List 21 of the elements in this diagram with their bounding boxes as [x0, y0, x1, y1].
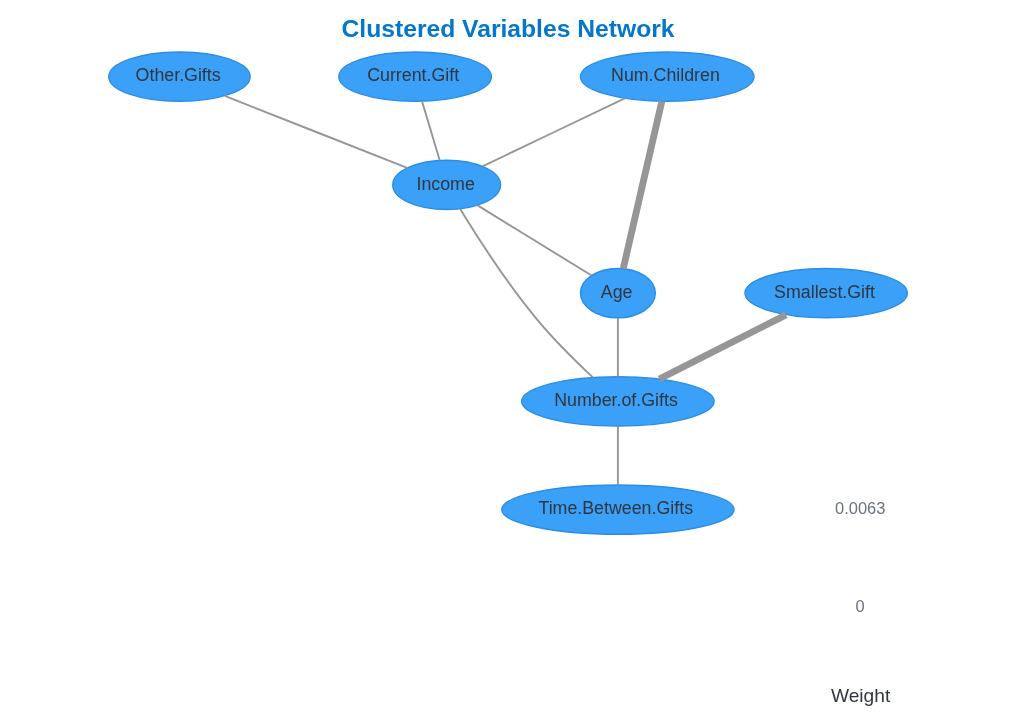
node-ellipse: Income [391, 159, 501, 211]
connector [657, 311, 788, 383]
node-ellipse: Smallest.Gift [743, 267, 908, 319]
connector [619, 100, 665, 270]
connector [458, 208, 594, 379]
node-ellipse: Current.Gift [337, 51, 492, 102]
node-ellipse: Num.Children [579, 51, 755, 102]
connector [616, 425, 619, 486]
connector [476, 204, 593, 277]
connector [481, 97, 626, 168]
label: 0.0063 [834, 498, 885, 517]
node-ellipse: Time.Between.Gifts [500, 484, 735, 535]
label: 0 [855, 596, 865, 615]
connector [420, 100, 441, 162]
connector [616, 316, 619, 378]
connector [223, 94, 408, 169]
label: Weight [830, 684, 890, 706]
node-ellipse: Other.Gifts [107, 51, 251, 102]
node-ellipse: Number.of.Gifts [520, 376, 715, 427]
node-ellipse: Age [579, 267, 656, 319]
diagram-title: Clustered Variables Network [341, 15, 675, 43]
